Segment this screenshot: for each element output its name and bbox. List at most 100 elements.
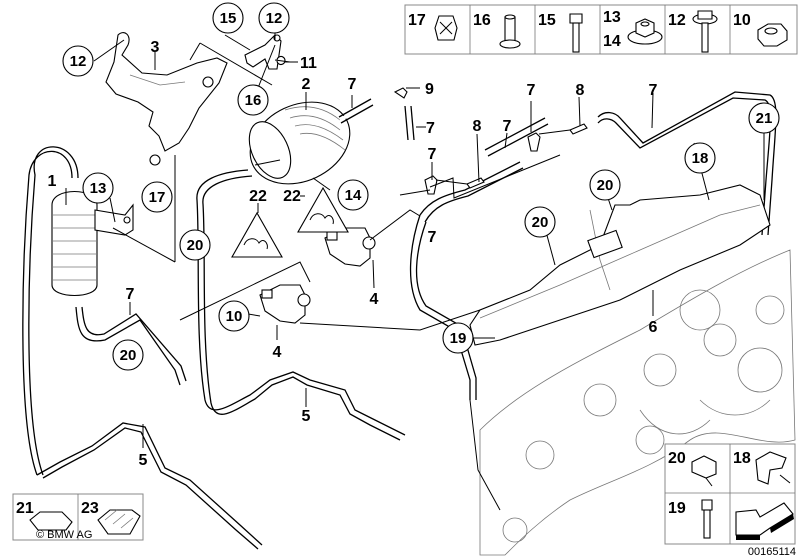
svg-text:21: 21 (756, 110, 773, 127)
legend-label: 10 (733, 12, 751, 29)
top-legend: 17 16 15 13 14 (404, 4, 798, 55)
callout-7[interactable]: 7 (126, 286, 135, 303)
callout-7[interactable]: 7 (503, 118, 512, 135)
legend-item-16[interactable]: 16 (473, 12, 521, 49)
callout-5[interactable]: 5 (139, 452, 148, 469)
callouts: 12 3 15 12 11 16 2 7 9 7 7 8 7 7 8 7 7 2… (48, 2, 780, 469)
svg-text:23: 23 (81, 500, 99, 517)
callout-12[interactable]: 12 (62, 45, 94, 77)
svg-text:17: 17 (149, 189, 166, 206)
svg-text:14: 14 (345, 187, 362, 204)
callout-4[interactable]: 4 (370, 291, 379, 308)
svg-text:15: 15 (220, 10, 237, 27)
callout-7[interactable]: 7 (426, 120, 435, 137)
elbow-connector[interactable] (527, 132, 541, 152)
callout-10[interactable]: 10 (218, 300, 250, 332)
holder-part-13[interactable] (94, 203, 134, 236)
clip-icon (755, 451, 787, 485)
connector-part-8[interactable] (466, 177, 485, 189)
legend-item-12[interactable]: 12 (668, 10, 718, 53)
callout-17[interactable]: 17 (141, 181, 173, 213)
legend-label-secondary: 14 (603, 33, 621, 50)
callout-9[interactable]: 9 (425, 81, 434, 98)
heat-shield-part-6[interactable] (469, 184, 771, 346)
flange-nut-icon (627, 18, 663, 45)
legend-item-direction[interactable] (735, 502, 794, 540)
legend-item-23[interactable]: 23 (81, 500, 141, 535)
svg-text:10: 10 (226, 308, 243, 325)
legend-label: 16 (473, 12, 491, 29)
cable-holder-icon (97, 509, 141, 535)
svg-text:18: 18 (692, 150, 709, 167)
pressure-converter-part-2[interactable] (237, 87, 363, 200)
legend-item-15[interactable]: 15 (538, 12, 583, 53)
hex-bolt-icon (569, 13, 583, 53)
bracket-part-3[interactable] (105, 32, 273, 166)
callout-20[interactable]: 20 (589, 169, 621, 201)
callout-11[interactable]: 11 (285, 55, 317, 72)
callout-7[interactable]: 7 (348, 76, 357, 93)
callout-7[interactable]: 7 (649, 82, 658, 99)
callout-22[interactable]: 22 (283, 188, 301, 205)
svg-text:19: 19 (450, 330, 467, 347)
warning-label-22a[interactable] (231, 211, 283, 258)
rivet-nut-icon (499, 14, 521, 49)
svg-text:12: 12 (70, 53, 87, 70)
connector-part-8[interactable] (569, 123, 588, 135)
solenoid-valve-part-4a[interactable] (259, 284, 311, 324)
legend-label: 15 (538, 12, 556, 29)
callout-22[interactable]: 22 (249, 188, 267, 205)
callout-12[interactable]: 12 (258, 2, 290, 34)
callout-21[interactable]: 21 (748, 102, 780, 134)
callout-6[interactable]: 6 (649, 319, 658, 336)
callout-5[interactable]: 5 (302, 408, 311, 425)
callout-19[interactable]: 19 (442, 322, 474, 354)
legend-item-20[interactable]: 20 (668, 450, 717, 487)
connector-part-9[interactable] (393, 87, 408, 99)
callout-20[interactable]: 20 (112, 339, 144, 371)
hose-segment[interactable] (338, 87, 415, 141)
hose-segment-7e[interactable] (484, 117, 549, 157)
svg-text:12: 12 (266, 10, 283, 27)
callout-13[interactable]: 13 (82, 172, 114, 204)
callout-3[interactable]: 3 (151, 39, 160, 56)
callout-15[interactable]: 15 (212, 2, 244, 34)
clip-icon (29, 511, 73, 531)
callout-7[interactable]: 7 (428, 229, 437, 246)
legend-item-17[interactable]: 17 (408, 12, 458, 41)
svg-text:16: 16 (245, 92, 262, 109)
callout-4[interactable]: 4 (273, 344, 282, 361)
callout-20[interactable]: 20 (524, 206, 556, 238)
callout-7[interactable]: 7 (428, 146, 437, 163)
callout-1[interactable]: 1 (48, 173, 57, 190)
svg-text:20: 20 (668, 450, 686, 467)
legend-item-21[interactable]: 21 (16, 500, 73, 531)
bottom-right-legend: 20 18 19 00165114 (664, 443, 796, 558)
screw-icon (701, 499, 713, 511)
copyright-text: © BMW AG (36, 529, 92, 541)
solenoid-valve-part-4b[interactable] (324, 227, 376, 267)
callout-14[interactable]: 14 (337, 179, 369, 211)
callout-20[interactable]: 20 (179, 229, 211, 261)
callout-7[interactable]: 7 (527, 82, 536, 99)
hex-nut-icon (757, 23, 788, 47)
legend-item-19[interactable]: 19 (668, 499, 713, 539)
callout-16[interactable]: 16 (237, 84, 269, 116)
bracket-small[interactable] (244, 34, 286, 70)
callout-2[interactable]: 2 (302, 76, 311, 93)
warning-label-22b[interactable] (297, 186, 349, 233)
svg-text:11: 11 (300, 55, 317, 72)
legend-item-10[interactable]: 10 (733, 12, 788, 47)
svg-text:19: 19 (668, 500, 686, 517)
vacuum-reservoir-part-1[interactable] (51, 191, 134, 296)
legend-item-13-14[interactable]: 13 14 (603, 9, 663, 50)
callout-8[interactable]: 8 (473, 118, 482, 135)
exhaust-manifold-turbo (479, 249, 796, 556)
callout-18[interactable]: 18 (684, 142, 716, 174)
legend-label: 12 (668, 12, 686, 29)
castle-nut-icon (434, 15, 458, 41)
callout-8[interactable]: 8 (576, 82, 585, 99)
legend-item-18[interactable]: 18 (733, 450, 791, 485)
svg-text:18: 18 (733, 450, 751, 467)
